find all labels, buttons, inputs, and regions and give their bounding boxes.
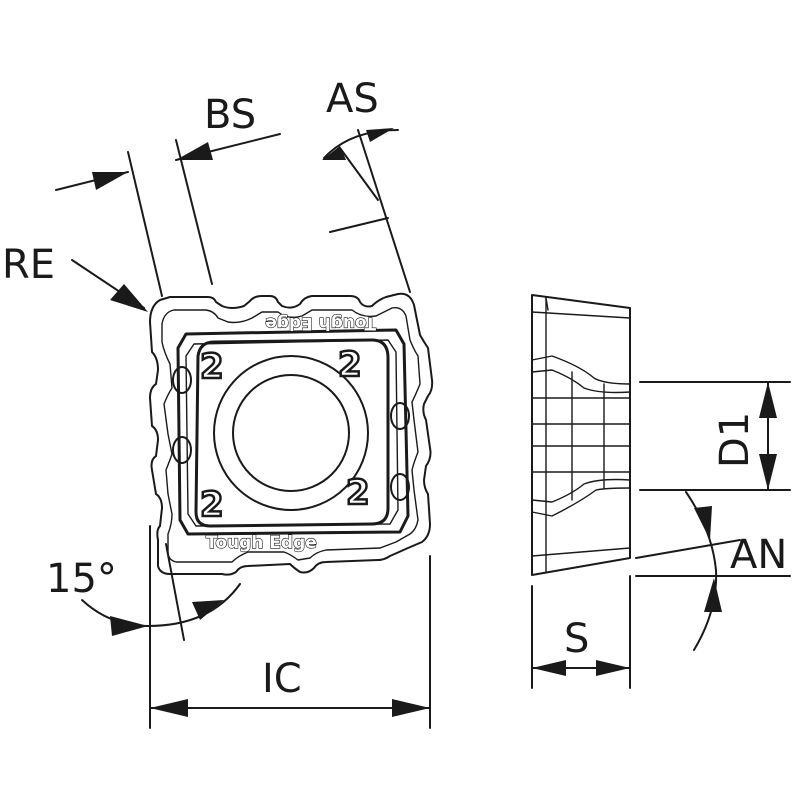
label-ic: IC xyxy=(262,656,302,702)
dimension-s: S xyxy=(531,575,631,689)
brand-marking-bottom: Tough Edge xyxy=(206,533,317,553)
dimension-d1: D1 xyxy=(639,381,791,491)
edge-notch-left-2 xyxy=(172,436,192,464)
label-as: AS xyxy=(326,76,379,122)
center-hole-inner xyxy=(232,374,350,492)
chip-breaker-outer xyxy=(176,328,410,536)
label-re: RE xyxy=(2,242,55,288)
dimension-bs: BS xyxy=(55,92,281,297)
side-view-bore-lower-2 xyxy=(531,478,631,503)
edge-notch-left-1 xyxy=(172,366,192,394)
corner-number-bl: 2 xyxy=(200,485,224,525)
side-view-bore-upper-2 xyxy=(531,369,631,394)
chip-breaker-mid xyxy=(185,339,399,527)
side-view-bore-upper xyxy=(531,355,631,385)
edge-notch-right-1 xyxy=(390,402,410,430)
side-view-bore-lower xyxy=(531,487,631,517)
center-hole-outer xyxy=(213,355,369,511)
side-view-outline xyxy=(531,294,631,576)
dimension-re: RE xyxy=(2,242,148,312)
side-view-top-land xyxy=(531,311,631,319)
side-view-bottom-land xyxy=(531,547,631,557)
dimension-as: AS xyxy=(322,76,411,293)
corner-number-br: 2 xyxy=(346,473,370,513)
dimension-an: AN xyxy=(635,491,791,651)
insert-side-view xyxy=(531,294,631,576)
insert-outer-contour xyxy=(149,292,434,576)
dimension-ic: IC xyxy=(149,525,431,729)
label-d1: D1 xyxy=(712,412,758,468)
side-view-chamfer-top xyxy=(545,297,549,311)
label-s: S xyxy=(564,616,589,662)
corner-number-tr: 2 xyxy=(338,345,362,385)
insert-inner-contour xyxy=(161,306,421,563)
edge-notch-right-2 xyxy=(390,473,410,501)
label-bs: BS xyxy=(204,92,256,138)
insert-top-face xyxy=(194,338,390,528)
brand-marking-top: Tough Edge xyxy=(265,313,376,333)
dimension-angle: 15° xyxy=(46,543,241,641)
label-an: AN xyxy=(730,532,787,578)
label-angle: 15° xyxy=(46,556,117,602)
insert-front-view: 2 2 2 2 Tough Edge Tough Edge xyxy=(149,292,434,576)
corner-number-tl: 2 xyxy=(200,347,224,387)
